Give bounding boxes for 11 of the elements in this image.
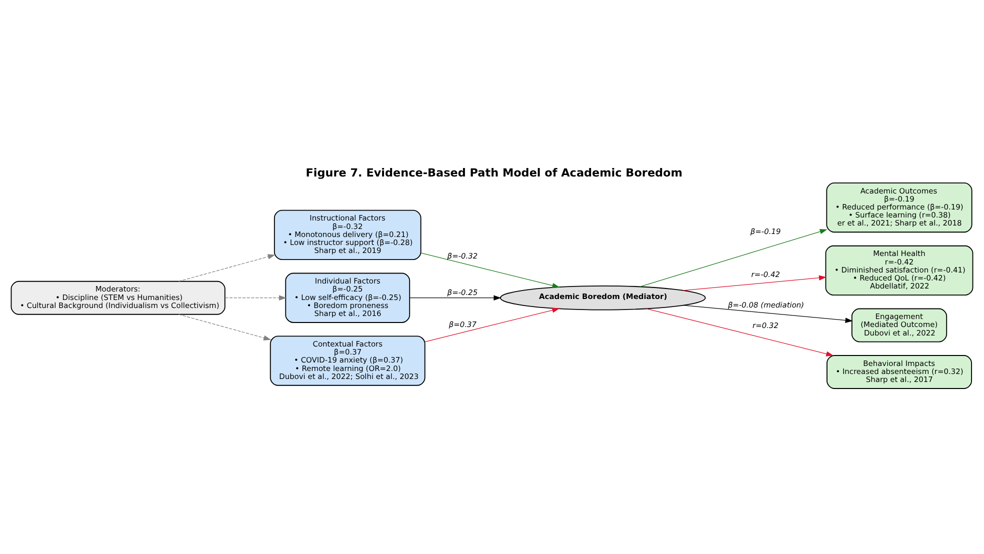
arrow	[640, 229, 828, 288]
arrow	[224, 295, 287, 300]
arrow	[646, 308, 834, 356]
arrow	[178, 314, 272, 340]
arrow	[683, 304, 853, 323]
arrow	[683, 275, 826, 291]
arrow	[424, 308, 560, 342]
arrow	[178, 254, 276, 282]
diagram-title: Figure 7. Evidence-Based Path Model of Academic Boredom	[306, 166, 682, 180]
arrow	[420, 252, 560, 288]
arrow	[409, 295, 502, 300]
